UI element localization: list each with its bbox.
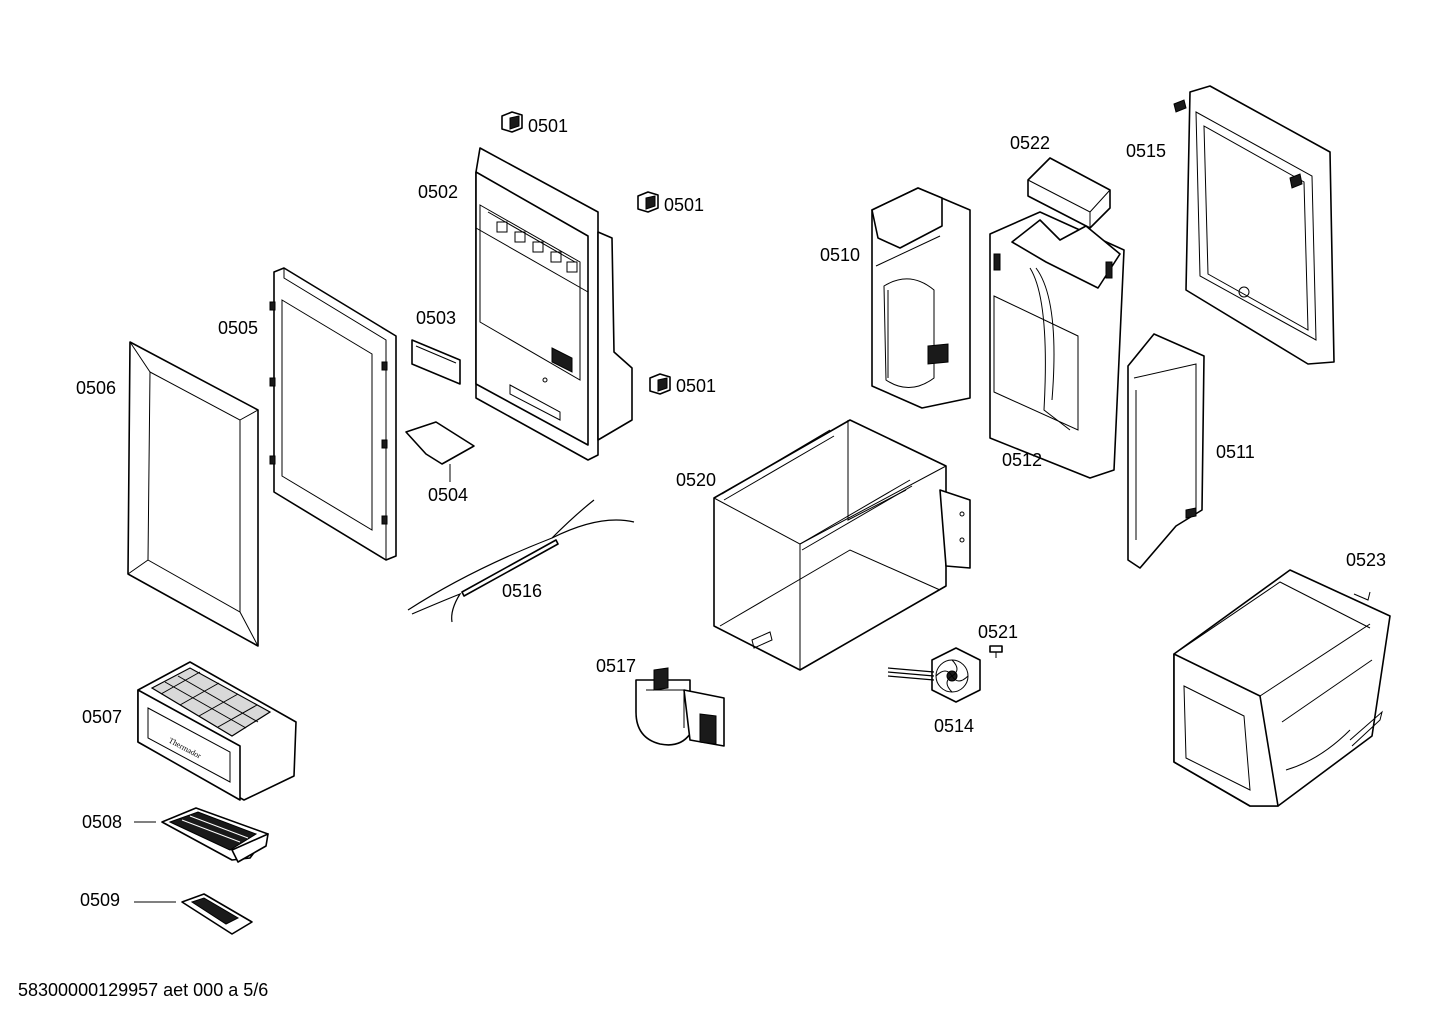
label-0521: 0521 (978, 622, 1018, 642)
part-0507-dispenser-tray: Thermador (137, 661, 297, 801)
label-0503: 0503 (416, 308, 456, 328)
label-0509: 0509 (80, 890, 120, 910)
label-0523: 0523 (1346, 550, 1386, 570)
label-0506: 0506 (76, 378, 116, 398)
label-0502: 0502 (418, 182, 458, 202)
part-0501-clip-top (501, 111, 523, 133)
part-0517-motor-assembly (635, 667, 725, 747)
label-0511: 0511 (1216, 442, 1255, 462)
label-0501-mid: 0501 (664, 195, 704, 215)
part-0511-side-panel (1127, 333, 1205, 569)
part-0502-dispenser-housing (475, 147, 633, 461)
label-0501-low: 0501 (676, 376, 716, 396)
label-0514: 0514 (934, 716, 974, 736)
part-0506-outer-frame (127, 341, 259, 647)
part-0503-cover-plate (411, 339, 461, 385)
label-0507: 0507 (82, 707, 122, 727)
part-0520-ice-bin-frame (713, 419, 971, 671)
part-0523-ice-bucket (1173, 569, 1391, 807)
part-0516-heater-wire (407, 499, 635, 623)
label-0508: 0508 (82, 812, 122, 832)
document-id: 58300000129957 aet 000 a 5/6 (18, 980, 269, 1000)
part-0505-inner-frame (269, 267, 397, 561)
label-0501-top: 0501 (528, 116, 568, 136)
label-0504: 0504 (428, 485, 468, 505)
label-0520: 0520 (676, 470, 716, 490)
label-0505: 0505 (218, 318, 258, 338)
part-0509-drip-tray (181, 893, 253, 935)
part-0521-screw (989, 645, 1003, 658)
part-0501-clip-low (649, 373, 671, 395)
part-0501-clip-mid (637, 191, 659, 213)
part-0515-access-door (1173, 85, 1335, 365)
part-0508-drip-grate (161, 807, 269, 863)
label-0517: 0517 (596, 656, 636, 676)
part-0510-duct-housing (871, 187, 971, 409)
label-0510: 0510 (820, 245, 860, 265)
label-0512: 0512 (1002, 450, 1042, 470)
part-0504-insulation-pad (405, 421, 475, 465)
label-0522: 0522 (1010, 133, 1050, 153)
part-0514-fan (887, 647, 981, 703)
part-0512-evaporator-housing (989, 211, 1125, 479)
label-0516: 0516 (502, 581, 542, 601)
label-0515: 0515 (1126, 141, 1166, 161)
part-0522-cover (1027, 157, 1111, 229)
